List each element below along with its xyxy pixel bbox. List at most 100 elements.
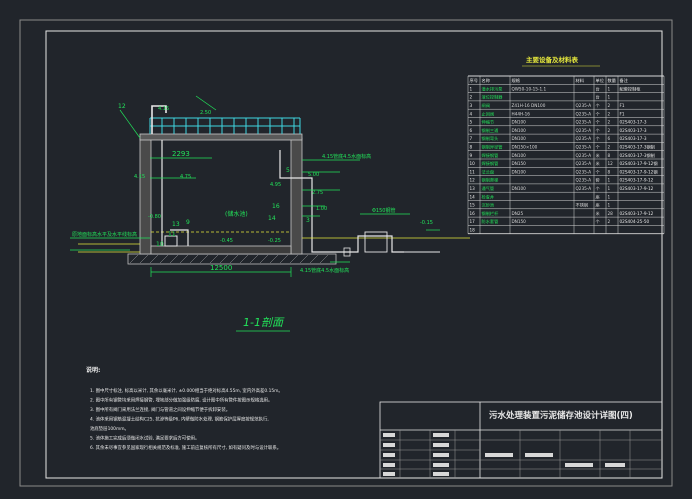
table-cell: 钢制异径管 — [482, 144, 503, 151]
table-cell: 4 — [470, 111, 473, 116]
table-cell: 1 — [470, 86, 473, 91]
table-cell: Q235-A — [576, 186, 592, 191]
table-grid — [467, 75, 665, 235]
annotation-250: 2.50 — [200, 110, 211, 116]
tank-floor — [150, 245, 292, 255]
table-cell: 02S403-17-9-12 — [620, 186, 654, 191]
table-cell: DN100 — [512, 120, 527, 125]
leader-lines — [70, 95, 360, 263]
table-cell: Z41H-16 DN100 — [512, 103, 546, 108]
annotation-275: 2.75 — [312, 190, 323, 196]
annotation-015: -0.15 — [420, 220, 433, 226]
base-slab — [127, 253, 337, 265]
table-cell: 配套控制柜 — [620, 85, 641, 92]
sheet-inner-border — [45, 30, 663, 479]
vent-pipe — [151, 105, 167, 134]
table-cell: 9 — [470, 153, 473, 158]
title-block-cells — [383, 433, 625, 476]
annotation-12: 12 — [118, 103, 126, 110]
table-cell: 1 — [608, 178, 611, 183]
annotation-9: 9 — [186, 219, 190, 226]
left-wall — [139, 137, 152, 255]
table-cell: 8 — [470, 145, 473, 150]
annotation-025: -0.25 — [268, 238, 281, 244]
table-cell: Q235-A — [576, 120, 592, 125]
table-cell: 02S403-17-9-12 — [620, 178, 654, 183]
table-cell: 个 — [596, 219, 601, 224]
table-cell: 个 — [596, 186, 601, 191]
table-cell: 02S403-17-3 — [620, 120, 647, 125]
table-cell: 个 — [596, 103, 601, 108]
table-cell: 个 — [596, 120, 601, 125]
table-cell: 1 — [608, 95, 611, 100]
section-title: 1-1剖面 — [243, 316, 285, 329]
table-cell: 台 — [596, 85, 600, 92]
table-cell: 7 — [470, 136, 473, 141]
table-cell: 焊接钢管 — [482, 160, 499, 167]
note-line: 4. 池体采用钢筋混凝土结构C25, 抗渗等级P6, 内壁做防水处理, 钢筋保护… — [90, 416, 269, 423]
table-cell: Q235-A — [576, 128, 592, 133]
table-header-cell: 备注 — [620, 77, 629, 84]
table-cell: 02S403-17-9-12钢 — [620, 168, 658, 175]
note-line: 1. 图中尺寸标注, 标高以米计, 其余以毫米计, ±0.000相当于绝对标高4… — [90, 387, 283, 394]
callout-left-ground: 原地面标高水平及水平线标高 — [72, 231, 137, 238]
table-cell: 座 — [596, 202, 600, 209]
table-cell: DN100 — [512, 186, 527, 191]
table-cell: 13 — [470, 186, 476, 191]
base-slab-hatch — [129, 254, 329, 264]
table-cell: 通气管 — [482, 185, 495, 192]
table-cell: 02S404-25-50 — [620, 219, 650, 224]
pump-discharge-pipe — [170, 229, 189, 246]
outside-piping — [78, 213, 470, 257]
table-header-cell: 单位 — [596, 77, 604, 84]
table-cell: DN150×100 — [512, 145, 538, 150]
table-cell: F1 — [620, 103, 625, 108]
table-cell: 2 — [608, 145, 611, 150]
table-cell: 2 — [608, 128, 611, 133]
annotation-415b: 4.15 — [134, 174, 145, 180]
callout-right-bottom: 4.15管底4.5水面标高 — [300, 267, 349, 274]
table-cell: 15 — [470, 203, 476, 208]
annotation-475: 4.75 — [180, 174, 191, 180]
annotation-16: 16 — [272, 203, 280, 210]
pump-body — [164, 235, 178, 247]
dim-inner-label: 2293 — [172, 150, 190, 158]
table-cell: DN100 — [512, 136, 527, 141]
table-header-cell: 材料 — [576, 77, 585, 84]
table-cell: 防水套管 — [482, 218, 499, 225]
table-cell: 02S403-17-9-12 — [620, 211, 654, 216]
table-cell: 12 — [608, 161, 614, 166]
table-cell: 1 — [608, 186, 611, 191]
table-cell: DN150 — [512, 161, 527, 166]
tank-label: (储水池) — [225, 210, 248, 218]
roof-slab — [139, 133, 303, 141]
table-cell: 个 — [596, 145, 601, 150]
table-cell: 1 — [608, 194, 611, 199]
table-cell: 钢制弯头 — [482, 135, 499, 142]
title-block: 污水处理装置污泥储存池设计详图(四) — [379, 401, 663, 479]
annotation-10: 10 — [156, 241, 164, 248]
table-cell: 3 — [470, 103, 473, 108]
outlet-pipe-inner — [279, 150, 302, 179]
table-cell: Q235-A — [576, 153, 592, 158]
table-header-cell: 规格 — [512, 77, 521, 84]
table-cell: Q235-A — [576, 103, 592, 108]
table-cell: 个 — [596, 128, 601, 133]
note-line: 6. 其余未尽事宜参见国家现行相关规范及标准, 施工前应复核所有尺寸, 如有疑问… — [90, 444, 281, 451]
callout-pipe-dn: Φ150钢管 — [372, 207, 395, 214]
table-cell: 座 — [596, 193, 600, 200]
table-cell: 钢制爬梯 — [482, 177, 499, 184]
table-cell: 潜水排污泵 — [482, 85, 503, 92]
table-header-cell: 数量 — [608, 77, 616, 84]
table-cell: 套 — [596, 177, 601, 184]
table-cell: 2 — [470, 95, 473, 100]
annotation-495: 4.95 — [270, 182, 281, 188]
table-cell: 11 — [470, 169, 476, 174]
table-cell: 6 — [470, 128, 473, 133]
table-cell: 个 — [596, 169, 601, 174]
table-cell: 液位控制器 — [482, 94, 504, 101]
annotation-500: 5.00 — [308, 172, 319, 178]
table-cell: 8 — [608, 169, 611, 174]
